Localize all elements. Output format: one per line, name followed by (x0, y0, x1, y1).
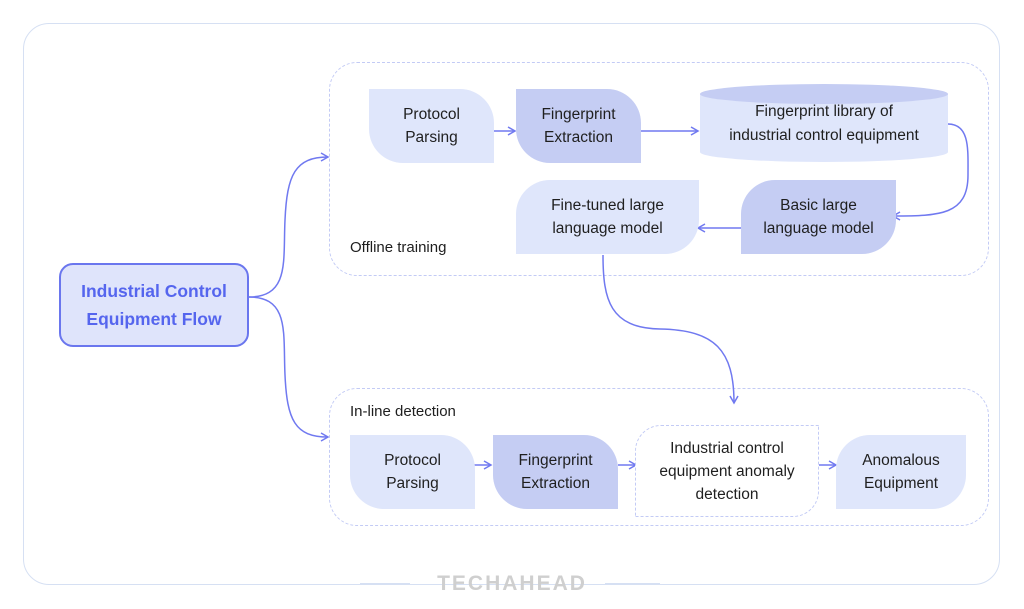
outer-frame (23, 23, 1000, 585)
inline-detection-group (329, 388, 989, 526)
node-text: Anomalous (862, 452, 940, 469)
finetuned-llm-node[interactable]: Fine-tuned large language model (516, 180, 699, 254)
node-text: Protocol (384, 452, 441, 469)
edge-root-to-offline (248, 152, 330, 298)
inline-detection-label: In-line detection (350, 403, 456, 420)
node-text: Industrial control (670, 439, 784, 457)
anomaly-detection-node[interactable]: Industrial control equipment anomaly det… (635, 425, 819, 517)
node-text: Basic large (780, 197, 857, 214)
node-text: language model (763, 220, 874, 237)
anomalous-equipment-node[interactable]: Anomalous Equipment (836, 435, 966, 509)
node-text: Parsing (386, 475, 439, 492)
fingerprint-library-database-node[interactable]: Fingerprint library of industrial contro… (700, 84, 948, 164)
root-label-line1: Industrial Control (81, 281, 227, 301)
node-text: Fingerprint library of (755, 103, 893, 120)
inline-protocol-parsing-node[interactable]: Protocol Parsing (350, 435, 475, 509)
node-text: Fingerprint (518, 452, 593, 469)
node-text: Extraction (544, 129, 613, 146)
node-text: Parsing (405, 129, 458, 146)
node-text: detection (695, 485, 759, 503)
edge-root-to-inline (248, 296, 330, 442)
offline-protocol-parsing-node[interactable]: Protocol Parsing (369, 89, 494, 163)
node-text: Extraction (521, 475, 590, 492)
inline-fingerprint-extraction-node[interactable]: Fingerprint Extraction (493, 435, 618, 509)
edge-library-to-basic-llm (891, 123, 969, 221)
offline-training-group (329, 62, 989, 276)
watermark-line-left (360, 583, 410, 585)
node-text: industrial control equipment (729, 127, 919, 144)
node-text: equipment anomaly (659, 462, 795, 480)
watermark-logo: TECHAHEAD (437, 572, 587, 595)
node-text: language model (552, 220, 663, 237)
node-text: Protocol (403, 106, 460, 123)
node-text: Fingerprint (541, 106, 616, 123)
root-node-industrial-control-equipment-flow[interactable]: Industrial Control Equipment Flow (59, 263, 249, 347)
offline-training-label: Offline training (350, 239, 447, 256)
edge-finetuned-to-detection (602, 254, 739, 405)
offline-fingerprint-extraction-node[interactable]: Fingerprint Extraction (516, 89, 641, 163)
node-text: Fine-tuned large (551, 197, 664, 214)
watermark-line-right (605, 583, 660, 585)
node-text: Equipment (863, 475, 939, 492)
root-label-line2: Equipment Flow (86, 309, 222, 329)
database-cylinder-icon (700, 84, 948, 162)
basic-llm-node[interactable]: Basic large language model (741, 180, 896, 254)
